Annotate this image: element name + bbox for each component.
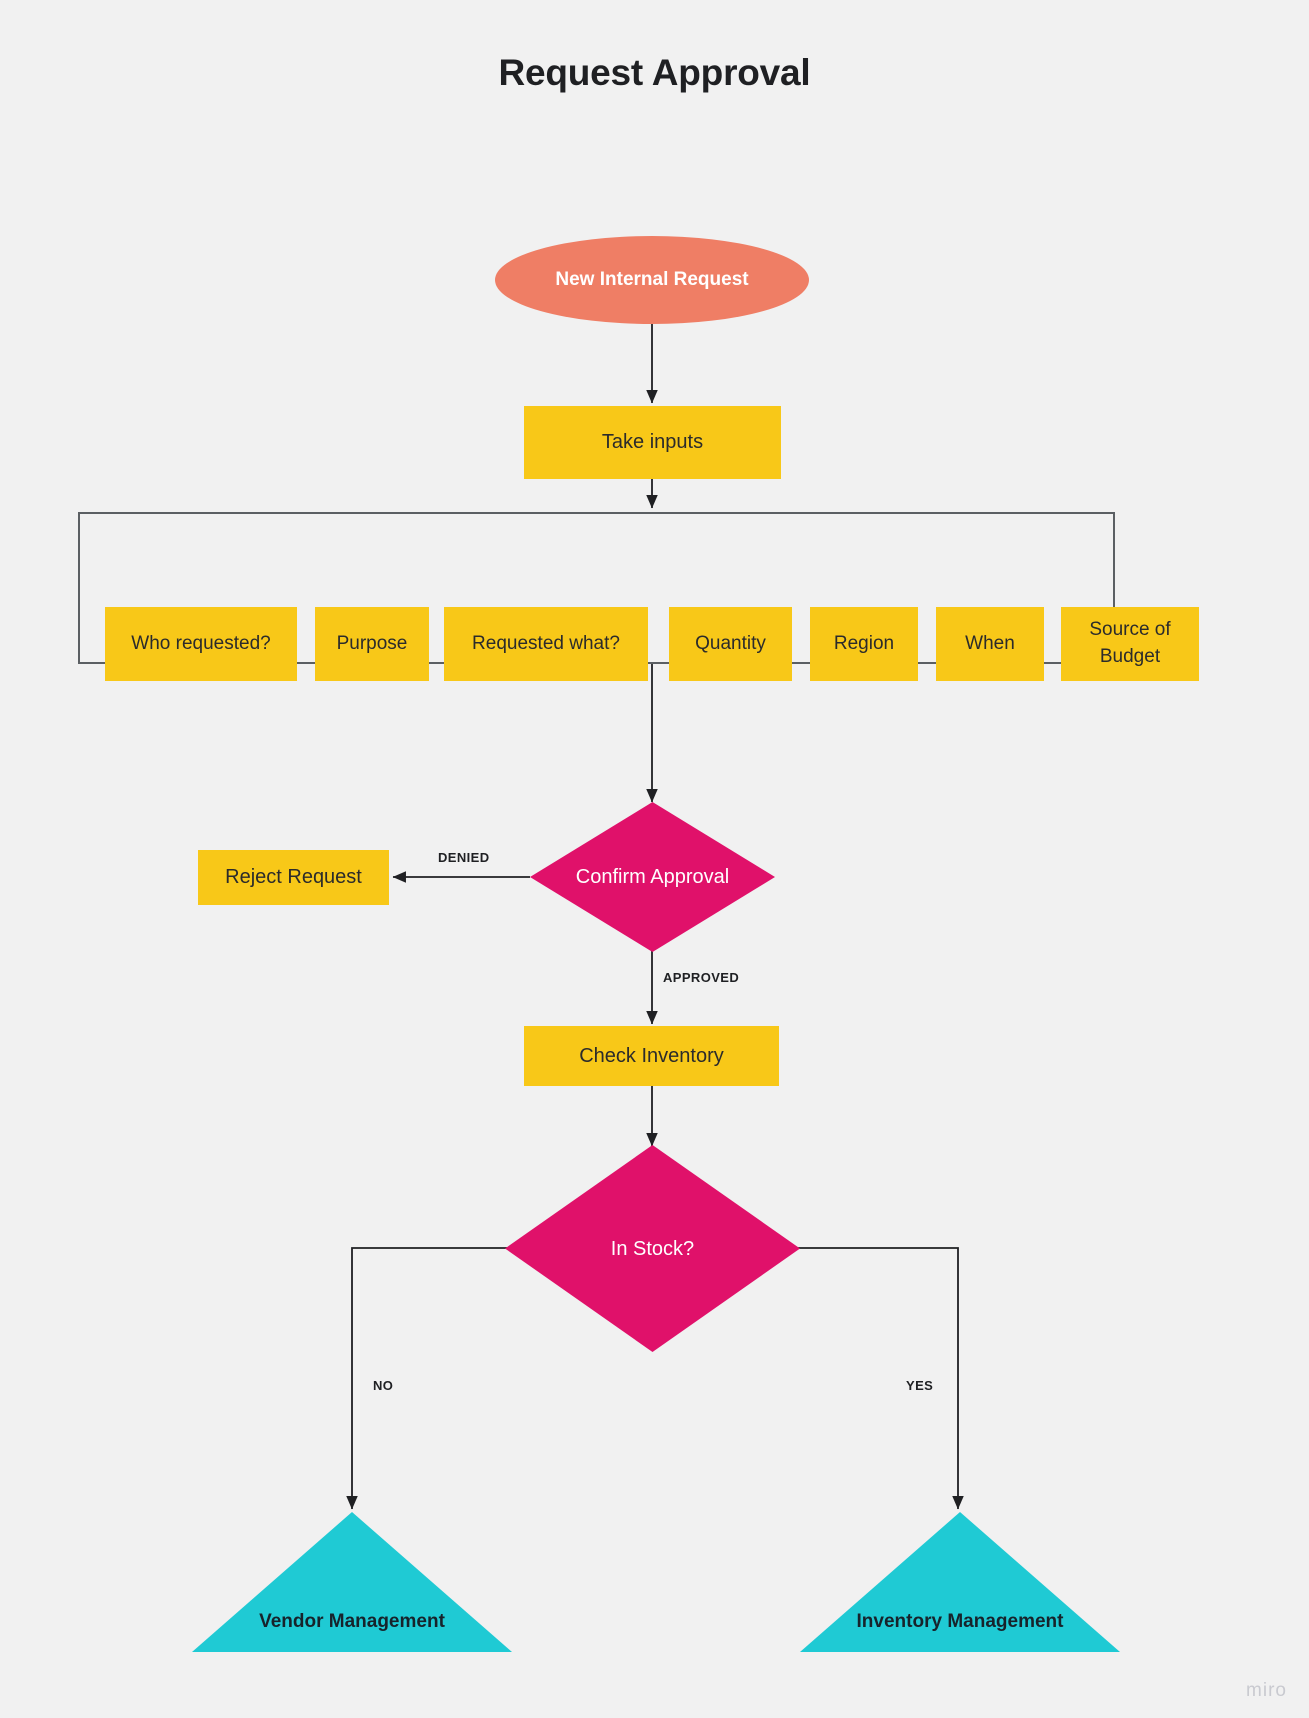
page-title: Request Approval	[498, 52, 811, 93]
node-label-new-internal-request: New Internal Request	[555, 269, 749, 291]
input-box-who-requested[interactable]: Who requested?	[105, 607, 297, 681]
input-box-label: Requested what?	[472, 632, 620, 654]
node-inventory-management[interactable]: Inventory Management	[800, 1512, 1120, 1652]
node-confirm-approval[interactable]: Confirm Approval	[530, 802, 775, 952]
node-new-internal-request[interactable]: New Internal Request	[495, 236, 809, 324]
edge-label-no: NO	[373, 1378, 394, 1393]
edge-in-stock-to-inventory-management	[797, 1247, 964, 1510]
input-box-label: Region	[833, 632, 895, 654]
input-box-label: Purpose	[336, 632, 408, 654]
node-label-reject-request: Reject Request	[225, 866, 362, 888]
node-vendor-management[interactable]: Vendor Management	[192, 1512, 512, 1652]
edge-label-approved: APPROVED	[663, 970, 740, 985]
node-in-stock[interactable]: In Stock?	[505, 1145, 800, 1352]
input-box-quantity[interactable]: Quantity	[669, 607, 792, 681]
miro-watermark: miro	[1246, 1680, 1287, 1701]
input-box-source-of-budget[interactable]: Source of Budget	[1061, 607, 1199, 681]
node-label-in-stock: In Stock?	[610, 1237, 695, 1260]
node-label-vendor-management: Vendor Management	[259, 1611, 445, 1633]
input-box-requested-what[interactable]: Requested what?	[444, 607, 648, 681]
input-box-region[interactable]: Region	[810, 607, 918, 681]
node-label-take-inputs: Take inputs	[601, 431, 704, 453]
edge-label-denied: DENIED	[438, 850, 490, 865]
input-box-label: When	[965, 632, 1015, 654]
node-label-inventory-management: Inventory Management	[856, 1611, 1064, 1633]
node-take-inputs[interactable]: Take inputs	[524, 406, 781, 479]
node-check-inventory[interactable]: Check Inventory	[524, 1026, 779, 1086]
node-label-confirm-approval: Confirm Approval	[575, 866, 730, 888]
input-box-when[interactable]: When	[936, 607, 1044, 681]
input-box-label: Quantity	[695, 632, 766, 654]
input-box-purpose[interactable]: Purpose	[315, 607, 429, 681]
input-box-label: Who requested?	[131, 632, 271, 654]
node-reject-request[interactable]: Reject Request	[198, 850, 389, 905]
edge-label-yes: YES	[906, 1378, 934, 1393]
input-box-label: Source of Budget	[1089, 619, 1171, 667]
node-label-check-inventory: Check Inventory	[579, 1044, 724, 1067]
